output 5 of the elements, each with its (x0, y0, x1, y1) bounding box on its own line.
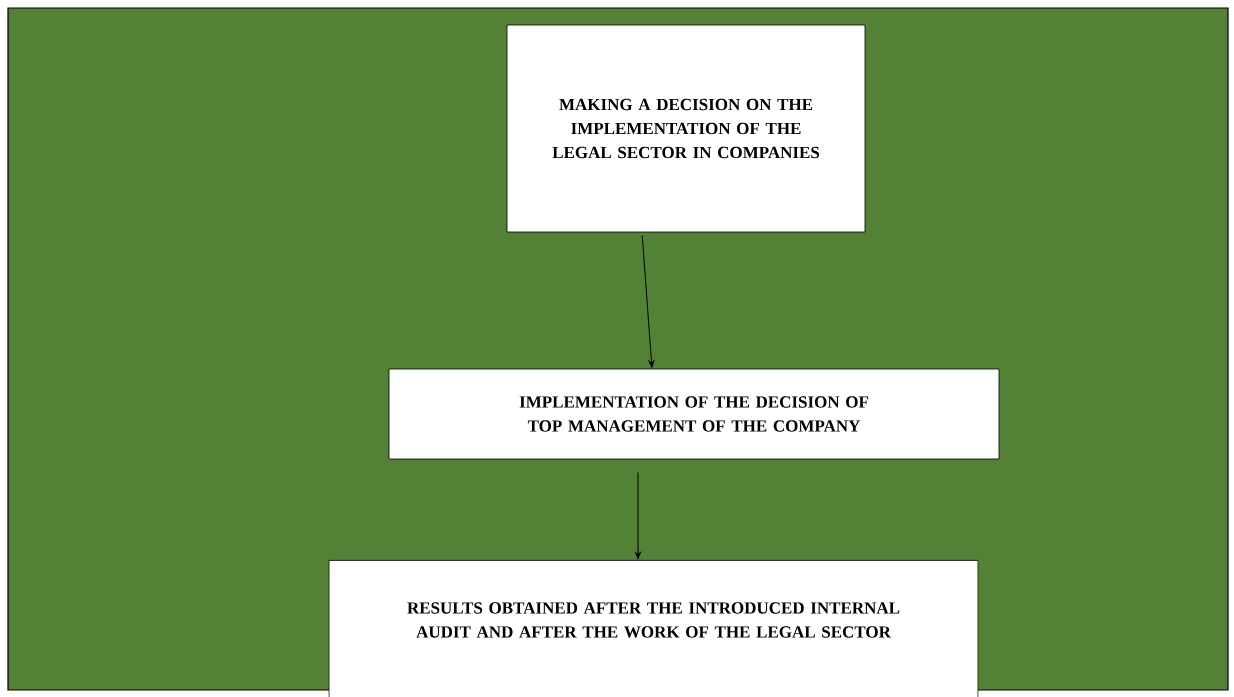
process-box: IMPLEMENTATION OF THE DECISION OF TOP MANAGEMENT OF THE COMPANY (388, 368, 1000, 460)
arrow (641, 234, 655, 368)
process-box: RESULTS OBTAINED AFTER THE INTRODUCED INTERNAL AUDIT AND AFTER THE WORK OF THE LEGAL SECTOR (328, 560, 979, 697)
process-box: MAKING A DECISION ON THE IMPLEMENTATION OF THE LEGAL SECTOR IN COMPANIES (506, 24, 866, 233)
arrow (635, 471, 641, 560)
